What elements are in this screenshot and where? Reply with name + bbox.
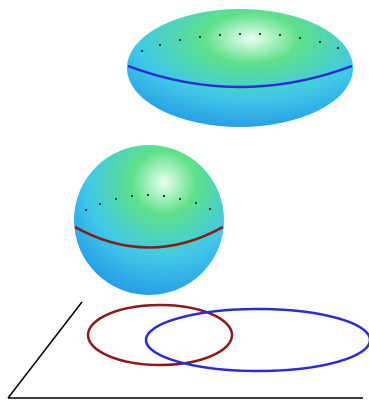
sphere-dots xyxy=(85,194,211,211)
ellipsoid-dots xyxy=(141,33,339,52)
ellipsoid-equator xyxy=(127,64,353,89)
ellipsoid-body xyxy=(127,9,353,127)
ellipsoid-projection xyxy=(144,307,369,373)
sphere-projection xyxy=(86,303,234,367)
sphere-body xyxy=(74,145,224,295)
sphere xyxy=(74,145,224,295)
axes xyxy=(7,301,363,399)
sphere-equator xyxy=(74,225,224,249)
axis-depth xyxy=(7,301,83,399)
projections xyxy=(86,303,369,373)
ellipsoid xyxy=(127,9,353,127)
